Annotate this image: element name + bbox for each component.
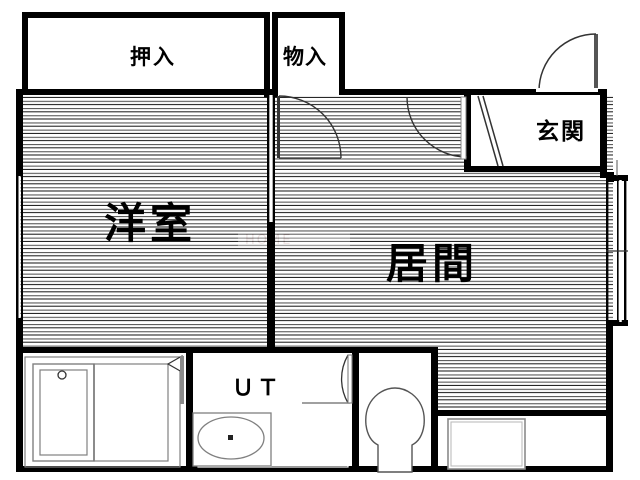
monoire-door[interactable] <box>277 95 342 159</box>
interior-walls <box>16 89 613 472</box>
bath-door[interactable] <box>166 354 184 404</box>
label-genkan: 玄関 <box>536 119 586 145</box>
label-youshitsu: 洋室 <box>104 199 197 248</box>
floor-hatch-kitchen <box>437 347 613 417</box>
floor-hatch-youshitsu <box>16 95 270 347</box>
label-ut: ＵＴ <box>232 375 283 400</box>
label-monoire: 物入 <box>283 45 327 69</box>
bathtub <box>32 363 95 462</box>
thin-outlines <box>24 356 349 468</box>
watermark: HOME <box>238 232 350 248</box>
ut-door[interactable] <box>302 354 353 404</box>
ima-closet-door[interactable] <box>406 96 468 160</box>
label-ima: 居間 <box>386 239 479 288</box>
genkan-inner-door[interactable] <box>477 95 504 167</box>
toilet <box>365 387 425 473</box>
right-window <box>606 180 628 322</box>
youshitsu-ima-door[interactable] <box>269 95 273 222</box>
washbasin <box>192 412 272 467</box>
bath-floor-divider <box>93 363 169 462</box>
kitchen-counter <box>447 418 526 470</box>
entrance-door[interactable] <box>536 33 598 92</box>
label-oshiire: 押入 <box>130 45 176 69</box>
